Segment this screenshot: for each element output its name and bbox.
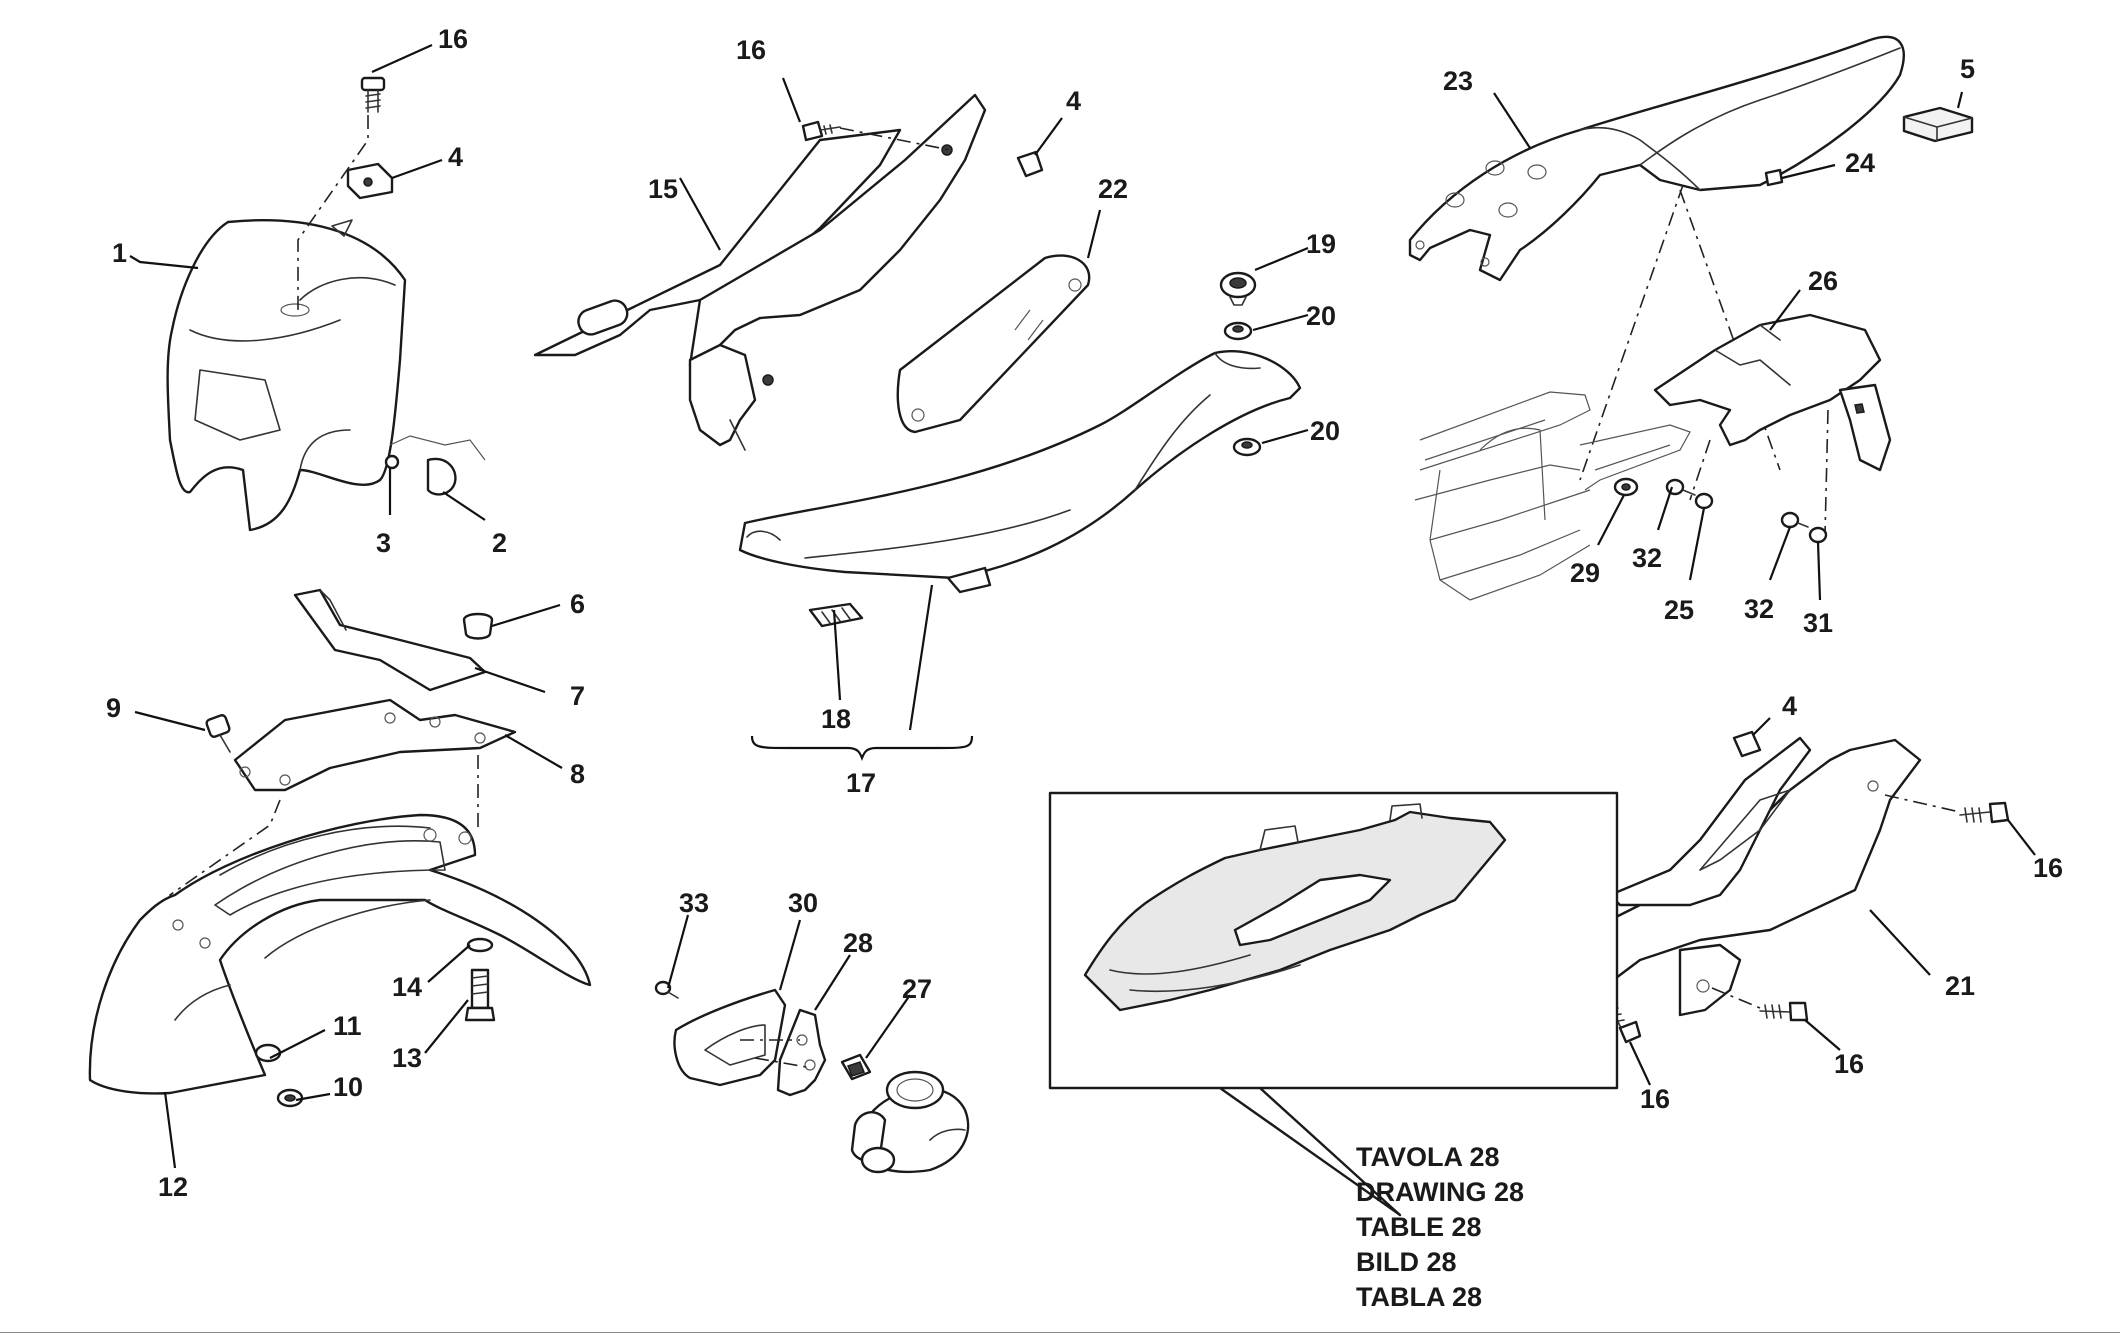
callout-5-label: 5 <box>1960 54 1975 84</box>
seat-17 <box>738 350 1302 594</box>
side-panel-21 <box>1476 736 1922 1017</box>
callout-28-bracket: 28 <box>843 928 873 958</box>
washer-25 <box>1694 492 1714 510</box>
license-bracket-26 <box>1653 313 1892 472</box>
spacer-20-upper <box>1223 321 1253 341</box>
callout-26-license-bracket: 26 <box>1808 266 1838 296</box>
screw-9 <box>205 714 231 753</box>
drawing-ref-fr: TABLE 28 <box>1356 1212 1482 1242</box>
callout-16-fairing-screw: 16 <box>438 24 468 54</box>
screw-16-right-upper <box>1959 801 2010 824</box>
callout-16-right-lower-left: 16 <box>1640 1084 1670 1114</box>
spacer-6 <box>462 612 494 640</box>
callout-4-side-panel-clip: 4 <box>1066 86 1081 116</box>
screw-32-right <box>1780 511 1809 529</box>
screw-16-fairing <box>360 76 386 113</box>
drawing-ref-es: TABLA 28 <box>1356 1282 1483 1312</box>
callout-16-right-upper-screw: 16 <box>2033 853 2063 883</box>
clip-nut-4-fairing <box>346 162 394 200</box>
callout-32-screw-left: 32 <box>1632 543 1662 573</box>
bumper-18 <box>808 602 864 628</box>
callout-22-seat-cover: 22 <box>1098 174 1128 204</box>
front-fender-12 <box>88 813 592 1095</box>
drawing-ref-de: BILD 28 <box>1356 1247 1457 1277</box>
callout-14-washer: 14 <box>392 972 422 1002</box>
screw-16-right-lower-right <box>1759 1001 1809 1022</box>
washer-31 <box>1808 526 1828 544</box>
callout-4-right-panel-clip: 4 <box>1782 691 1797 721</box>
callout-13-bolt: 13 <box>392 1043 422 1073</box>
nut-29 <box>1613 477 1639 497</box>
spacer-20-lower <box>1232 437 1262 457</box>
callout-7-bracket: 7 <box>570 681 585 711</box>
washer-14 <box>466 937 494 953</box>
callout-4-fairing-clip: 4 <box>448 142 463 172</box>
callout-20-spacer-upper: 20 <box>1306 301 1336 331</box>
bracket-7 <box>293 588 487 692</box>
callout-6-spacer: 6 <box>570 589 585 619</box>
screw-33 <box>654 980 679 999</box>
drawing-28-inset-frame <box>1048 791 1619 1217</box>
callout-16-side-panel-screw: 16 <box>736 35 766 65</box>
callout-24-clip: 24 <box>1845 148 1875 178</box>
drawing-reference-block: TAVOLA 28 DRAWING 28 TABLE 28 BILD 28 TA… <box>1356 1140 1524 1315</box>
callout-11-nut: 11 <box>333 1011 362 1041</box>
bracket-8 <box>233 698 517 792</box>
callout-29-nut: 29 <box>1570 558 1600 588</box>
bracket-28 <box>776 1008 827 1097</box>
side-panel-15 <box>533 93 987 451</box>
seat-cover-22 <box>896 254 1091 434</box>
callout-27-clip: 27 <box>902 974 932 1004</box>
headlight-fairing <box>166 219 407 532</box>
callout-16-right-lower-right: 16 <box>1834 1049 1864 1079</box>
callout-17-seat: 17 <box>846 768 876 798</box>
callout-8-bracket: 8 <box>570 759 585 789</box>
callout-19-latch: 19 <box>1306 229 1336 259</box>
label-5 <box>1902 106 1974 143</box>
fuel-valve <box>850 1070 970 1174</box>
callout-10-nut: 10 <box>333 1072 363 1102</box>
callout-32-screw-right: 32 <box>1744 594 1774 624</box>
callout-2-clamp: 2 <box>492 528 507 558</box>
frame-subframe <box>1414 391 1691 601</box>
bolt-13 <box>464 968 496 1022</box>
callout-31-washer: 31 <box>1803 608 1833 638</box>
drawing-ref-it: TAVOLA 28 <box>1356 1142 1500 1172</box>
callout-23-tail-fairing: 23 <box>1443 66 1473 96</box>
nut-11 <box>254 1043 282 1063</box>
bottom-rule <box>0 1332 2120 1333</box>
callout-20-spacer-lower: 20 <box>1310 416 1340 446</box>
cover-30 <box>673 988 787 1087</box>
callout-21-side-panel: 21 <box>1945 971 1975 1001</box>
callout-1-headlight-fairing: 1 <box>112 238 127 268</box>
screw-16-side-panel <box>801 120 841 142</box>
latch-19 <box>1219 271 1257 306</box>
callout-15-side-panel: 15 <box>648 174 678 204</box>
callout-18-bumper: 18 <box>821 704 851 734</box>
callout-12-front-fender: 12 <box>158 1172 188 1202</box>
drawing-ref-en: DRAWING 28 <box>1356 1177 1525 1207</box>
clip-nut-4-right <box>1732 730 1762 758</box>
callout-30-cover: 30 <box>788 888 818 918</box>
clip-27 <box>840 1053 872 1081</box>
callout-33-screw: 33 <box>679 888 709 918</box>
nut-10 <box>276 1088 304 1108</box>
callout-25-washer: 25 <box>1664 595 1694 625</box>
clamp-2 <box>384 435 486 496</box>
clip-24 <box>1764 168 1784 187</box>
callout-3-screw: 3 <box>376 528 391 558</box>
callout-9-screw: 9 <box>106 693 121 723</box>
clip-nut-4-side-panel <box>1016 150 1044 178</box>
tail-fairing-23 <box>1408 35 1905 282</box>
